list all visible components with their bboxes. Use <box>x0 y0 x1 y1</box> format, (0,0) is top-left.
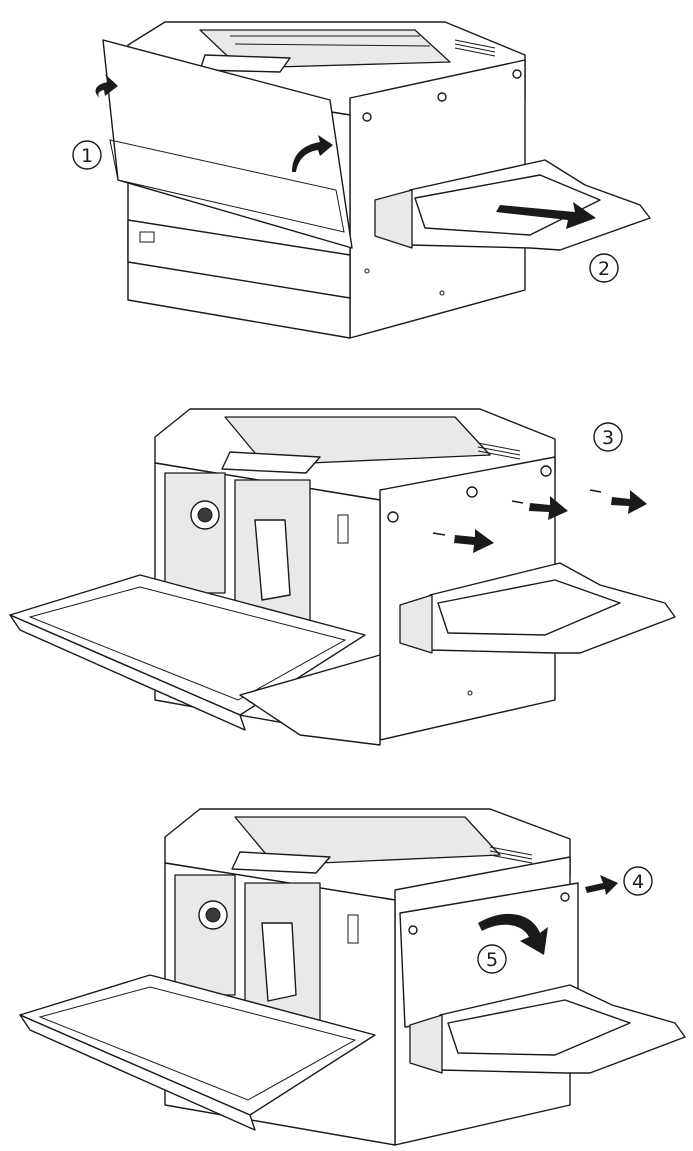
printer-remove-side-cover-drawing: 4 5 <box>19 808 686 1146</box>
step-3-marker: 3 <box>593 422 623 452</box>
svg-text:5: 5 <box>486 949 498 971</box>
svg-text:4: 4 <box>632 871 644 893</box>
step-1-marker: 1 <box>72 140 102 170</box>
printer-open-front-cover-drawing: 1 2 <box>72 21 651 339</box>
svg-text:1: 1 <box>81 145 93 167</box>
screw-arrows <box>432 489 647 553</box>
illustration-panel-2: 3 <box>0 395 693 760</box>
illustration-panel-1: 1 2 <box>0 0 693 345</box>
step-2-marker: 2 <box>589 253 619 283</box>
printer-remove-screws-drawing: 3 <box>9 408 676 746</box>
illustration-panel-3: 4 5 <box>0 795 693 1151</box>
step-5-marker: 5 <box>477 944 507 974</box>
svg-text:3: 3 <box>602 427 614 449</box>
step-4-marker: 4 <box>623 866 653 896</box>
vent-grill <box>477 442 521 460</box>
vent-grill <box>454 39 496 57</box>
svg-text:2: 2 <box>598 258 610 280</box>
vent-grill <box>489 846 533 864</box>
